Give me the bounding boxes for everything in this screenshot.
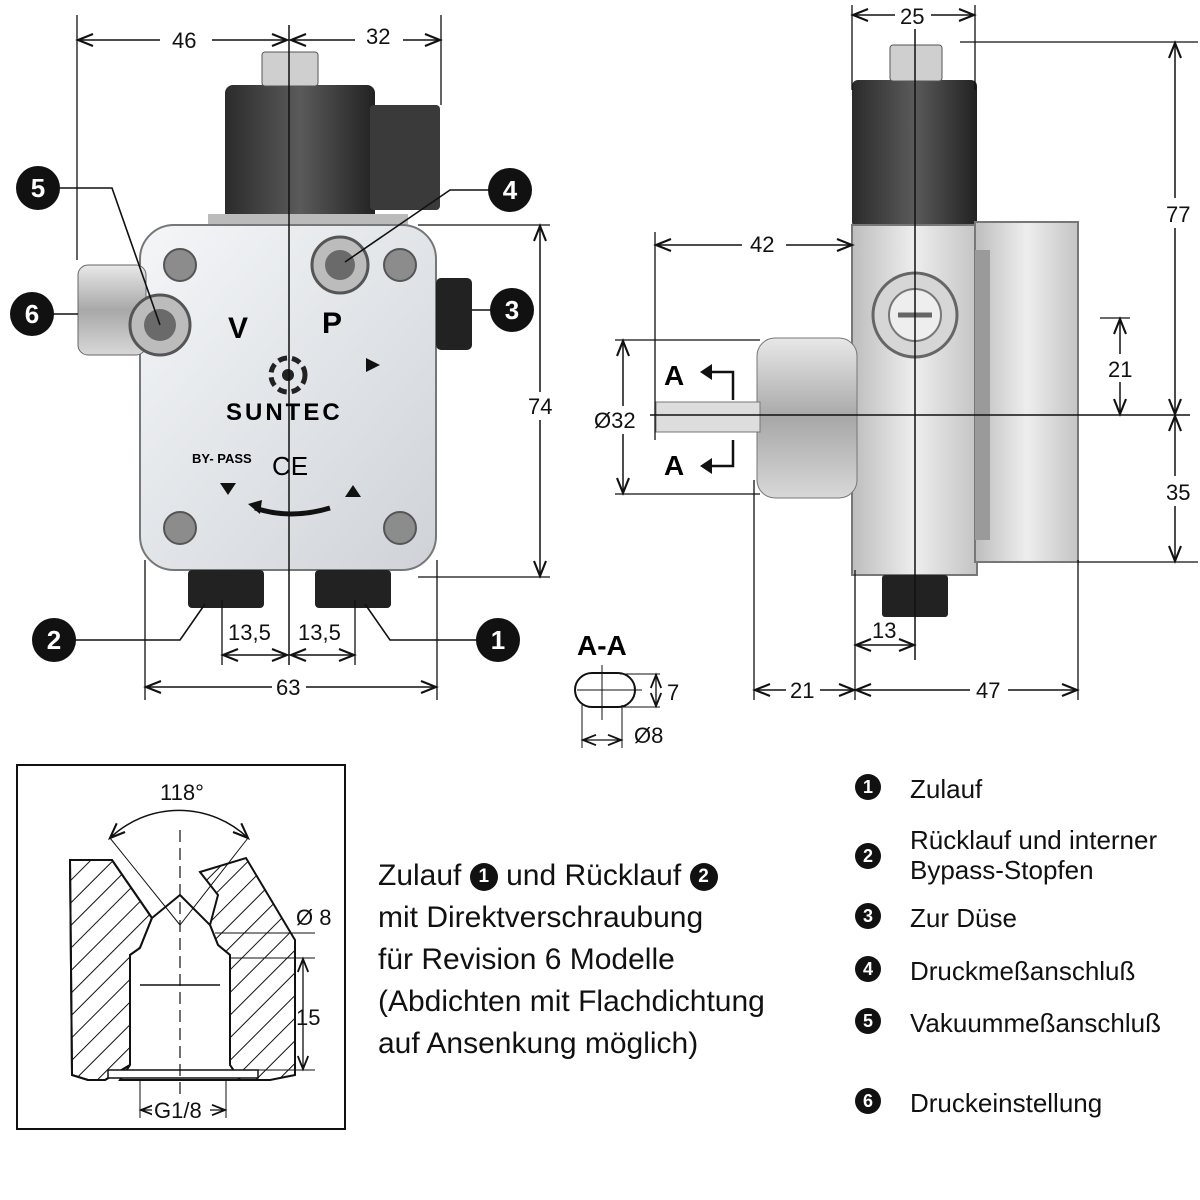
legend-text-1: Zulauf bbox=[910, 774, 983, 804]
section-aa: A-A 7 Ø8 bbox=[574, 630, 679, 748]
body-label-v: V bbox=[228, 312, 248, 345]
callout-4: 4 bbox=[488, 168, 532, 212]
coil-nut bbox=[261, 51, 319, 87]
shaft-hub bbox=[756, 337, 858, 499]
dim-thread-g18: G1/8 bbox=[154, 1098, 202, 1123]
return-port bbox=[188, 570, 264, 608]
legend-text-6: Druckeinstellung bbox=[910, 1088, 1103, 1118]
legend-text-2b: Bypass-Stopfen bbox=[910, 855, 1094, 885]
desc-line-3: für Revision 6 Modelle bbox=[378, 943, 675, 976]
svg-text:1: 1 bbox=[491, 625, 505, 655]
dim-7: 7 bbox=[667, 680, 679, 705]
legend-text-5: Vakuummeßanschluß bbox=[910, 1008, 1161, 1038]
side-cover bbox=[974, 221, 1079, 563]
desc-num-2: 2 bbox=[689, 863, 718, 892]
desc-zulauf: Zulauf bbox=[378, 859, 462, 892]
drive-shaft bbox=[655, 401, 761, 433]
dim-angle-118: 118° bbox=[160, 780, 204, 805]
dim-63: 63 bbox=[276, 675, 300, 700]
bypass-label: BY- PASS bbox=[192, 451, 252, 466]
side-coil-nut bbox=[889, 44, 943, 82]
section-aa-profile bbox=[574, 672, 636, 708]
desc-line-2: mit Direktverschraubung bbox=[378, 901, 704, 934]
legend-num-4: 4 bbox=[855, 956, 881, 982]
dim-42: 42 bbox=[750, 232, 774, 257]
legend-num-3: 3 bbox=[855, 903, 881, 929]
svg-text:A: A bbox=[664, 360, 684, 391]
dim-32: 32 bbox=[366, 24, 390, 49]
svg-text:3: 3 bbox=[505, 295, 519, 325]
legend-text-3: Zur Düse bbox=[910, 903, 1017, 933]
dim-13-5-left: 13,5 bbox=[228, 620, 271, 645]
desc-line-5: auf Ansenkung möglich) bbox=[378, 1027, 699, 1060]
port-detail: 118° Ø 8 15 G1/8 bbox=[16, 764, 346, 1130]
nozzle-port bbox=[436, 278, 472, 350]
legend-num-1: 1 bbox=[855, 774, 881, 800]
svg-text:A: A bbox=[664, 450, 684, 481]
corner-screws bbox=[163, 248, 417, 545]
dim-47: 47 bbox=[976, 678, 1000, 703]
dim-15: 15 bbox=[296, 1005, 320, 1030]
svg-text:6: 6 bbox=[25, 299, 39, 329]
legend-num-5: 5 bbox=[855, 1008, 881, 1034]
section-aa-title: A-A bbox=[577, 630, 627, 661]
legend-num-2: 2 bbox=[855, 843, 881, 869]
legend-num-6: 6 bbox=[855, 1088, 881, 1114]
dim-13: 13 bbox=[872, 618, 896, 643]
svg-text:4: 4 bbox=[503, 175, 518, 205]
section-mark-a-bottom: A bbox=[664, 440, 735, 481]
dim-21-lower: 21 bbox=[790, 678, 814, 703]
callout-3: 3 bbox=[490, 288, 534, 332]
coil-connector bbox=[370, 105, 440, 210]
front-view: V P SUNTEC CE BY- PASS 46 32 74 bbox=[10, 15, 558, 702]
rotation-arrow-icon bbox=[254, 505, 331, 517]
svg-text:2: 2 bbox=[47, 625, 61, 655]
legend-text-4: Druckmeßanschluß bbox=[910, 956, 1136, 986]
suction-port bbox=[315, 570, 391, 608]
pump-body bbox=[139, 224, 437, 571]
legend-text-2: Rücklauf und interner bbox=[910, 825, 1158, 855]
dim-74: 74 bbox=[528, 394, 552, 419]
dim-35: 35 bbox=[1166, 480, 1190, 505]
solenoid-coil bbox=[225, 85, 375, 230]
dim-dia-8: Ø8 bbox=[634, 723, 663, 748]
desc-line-4: (Abdichten mit Flachdichtung bbox=[378, 985, 765, 1018]
desc-num-1: 1 bbox=[469, 863, 498, 892]
dim-13-5-right: 13,5 bbox=[298, 620, 341, 645]
desc-ruecklauf: und Rücklauf bbox=[506, 859, 682, 892]
dim-port-dia-8: Ø 8 bbox=[296, 905, 331, 930]
dim-77: 77 bbox=[1166, 202, 1190, 227]
port-description: Zulauf 1 und Rücklauf 2 mit Direktversch… bbox=[378, 855, 848, 1065]
brand-logo-icon bbox=[268, 355, 308, 395]
callout-6: 6 bbox=[10, 292, 54, 336]
dim-dia-32: Ø32 bbox=[594, 408, 636, 433]
body-label-p: P bbox=[322, 307, 342, 340]
dim-46: 46 bbox=[172, 28, 196, 53]
side-view: 25 42 Ø32 A A 21 77 bbox=[592, 3, 1200, 704]
callout-5: 5 bbox=[16, 166, 60, 210]
dim-25: 25 bbox=[900, 4, 924, 29]
angle-arc bbox=[107, 809, 251, 840]
dim-21-upper: 21 bbox=[1108, 357, 1132, 382]
brand-name: SUNTEC bbox=[226, 399, 343, 426]
callout-2: 2 bbox=[32, 618, 76, 662]
callout-1: 1 bbox=[476, 618, 520, 662]
ce-mark: CE bbox=[272, 451, 308, 481]
section-mark-a-top: A bbox=[664, 360, 735, 400]
svg-text:5: 5 bbox=[31, 173, 45, 203]
